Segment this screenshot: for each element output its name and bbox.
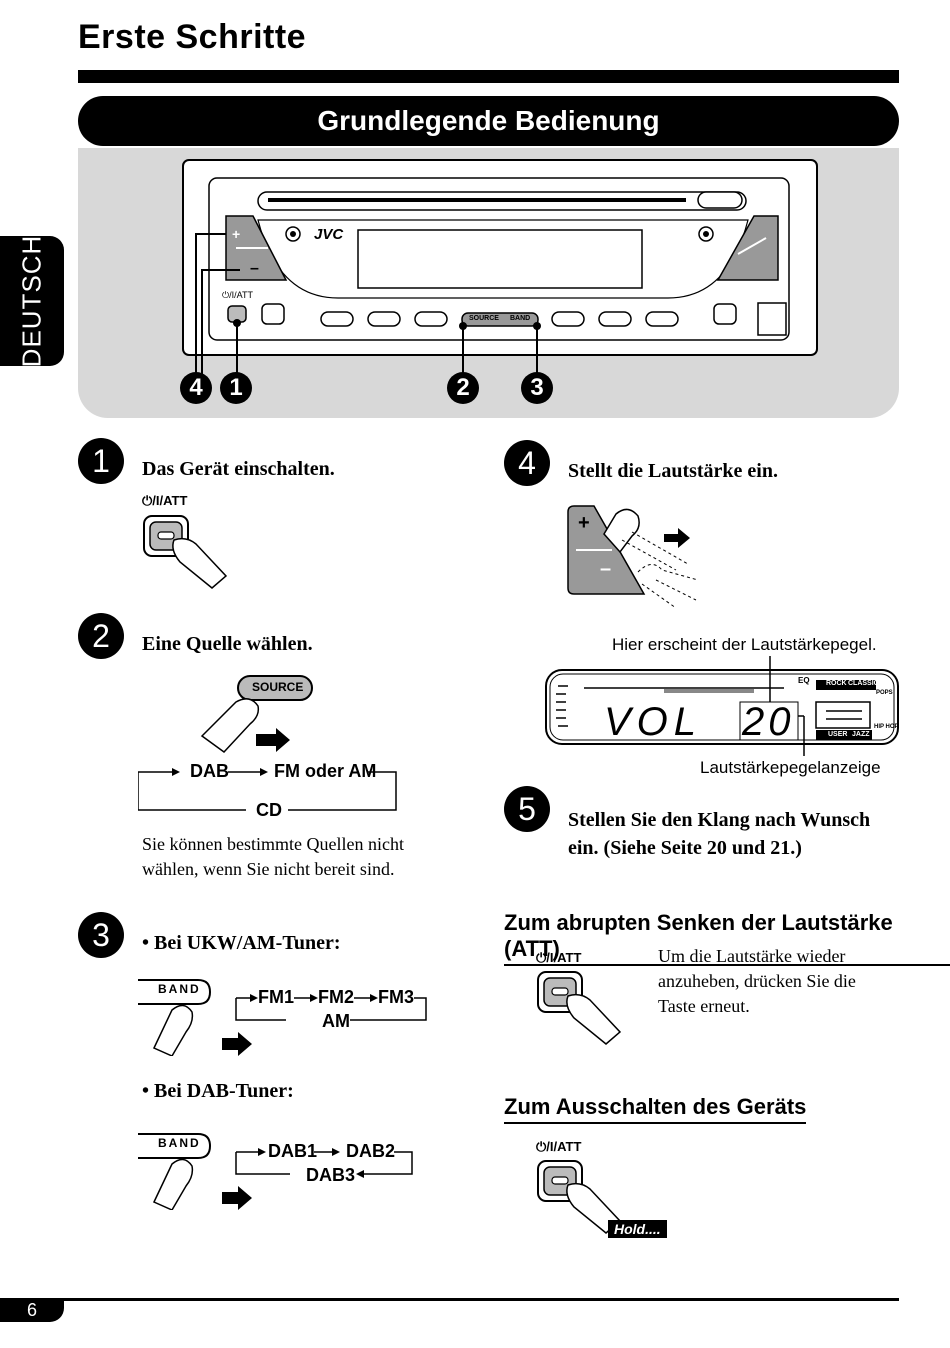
step-1-button-label: ⏻/I/ATT [142,493,188,508]
language-tab-label: DEUTSCH [16,234,47,368]
step-4-minus: – [600,558,612,580]
flow-dab: DAB [190,761,229,781]
volume-plus-label: + [232,226,241,242]
flow-dab1: DAB1 [268,1141,318,1161]
lcd-display-illustration [545,656,899,756]
source-button-label: SOURCE [469,315,499,322]
source-button-press-illustration [200,675,313,753]
band-button-label: BAND [510,315,531,322]
display-tag-pops: POPS [876,690,893,696]
step-3-bullet-fm: • Bei UKW/AM-Tuner: [142,932,341,954]
flow-am: AM [322,1011,350,1031]
step-2-note: Sie können bestimmte Quellen nicht wähle… [142,834,404,879]
header-rule [78,70,899,83]
flow-fm2: FM2 [318,987,354,1007]
att-button-label: ⏻/I/ATT [222,290,253,300]
flow-dab3: DAB3 [306,1165,356,1185]
flow-dab2: DAB2 [346,1141,396,1161]
flow-fm-am: FM oder AM [274,761,377,781]
band-label-dab: BAND [158,1136,201,1150]
callout-2: 2 [447,372,479,404]
step-1-number: 1 [78,438,124,484]
flow-cd: CD [256,800,282,820]
band-button-press-illustration-dab [138,1133,252,1210]
display-tag-jazz: JAZZ [852,731,870,738]
band-label-fm: BAND [158,982,201,996]
display-tag-user: USER [828,731,848,738]
flow-fm3: FM3 [378,987,414,1007]
fm-flow-diagram [235,994,427,1021]
att-section-heading: Zum abrupten Senken der Lautstärke (ATT) [504,910,950,966]
flow-fm1: FM1 [258,987,294,1007]
brand-logo: JVC [314,226,344,243]
source-flow-diagram [138,768,397,811]
step-4-number: 4 [504,440,550,486]
step-5-number: 5 [504,786,550,832]
language-tab: DEUTSCH [0,234,64,368]
hold-badge: Hold.... [608,1220,667,1238]
display-tag-classic: CLASSIC [848,680,879,687]
display-level-text: 20 [742,700,795,744]
footer-rule [0,1298,899,1301]
att-section-button-label: ⏻/I/ATT [536,950,582,965]
off-button-press-illustration [537,1160,622,1234]
step-2-text: Eine Quelle wählen. [142,633,313,655]
step-2-number: 2 [78,613,124,659]
step-5-text: Stellen Sie den Klang nach Wunsch ein. (… [568,809,871,859]
display-tag-hiphop: HIP HOP [874,724,899,730]
display-caption-top: Hier erscheint der Lautstärkepegel. [612,635,877,654]
dab-flow-diagram [235,1148,413,1178]
step-3-number: 3 [78,912,124,958]
att-section-text: Um die Lautstärke wieder anzuheben, drüc… [658,946,856,1016]
page-title: Erste Schritte [78,18,307,56]
source-button-label: SOURCE [252,680,304,694]
display-eq: EQ [798,676,810,685]
off-section-button-label: ⏻/I/ATT [536,1139,582,1154]
callout-1: 1 [220,372,252,404]
display-caption-bottom: Lautstärkepegelanzeige [700,758,881,777]
display-vol-text: VOL [604,700,703,744]
band-button-press-illustration-fm [138,979,252,1056]
att-button-press-illustration [537,971,622,1045]
section-banner: Grundlegende Bedienung [78,96,899,146]
callout-4: 4 [180,372,212,404]
display-tag-rock: ROCK [826,680,847,687]
volume-rocker-illustration [567,505,699,609]
volume-minus-label: – [250,260,259,277]
power-button-press-illustration [143,515,228,589]
step-1-text: Das Gerät einschalten. [142,458,335,480]
off-section-heading: Zum Ausschalten des Geräts [504,1094,807,1124]
car-stereo-illustration [182,159,818,380]
step-4-text: Stellt die Lautstärke ein. [568,460,778,482]
page-number: 6 [0,1298,64,1322]
step-3-bullet-dab: • Bei DAB-Tuner: [142,1080,294,1102]
callout-3: 3 [521,372,553,404]
step-4-plus: + [578,512,590,534]
